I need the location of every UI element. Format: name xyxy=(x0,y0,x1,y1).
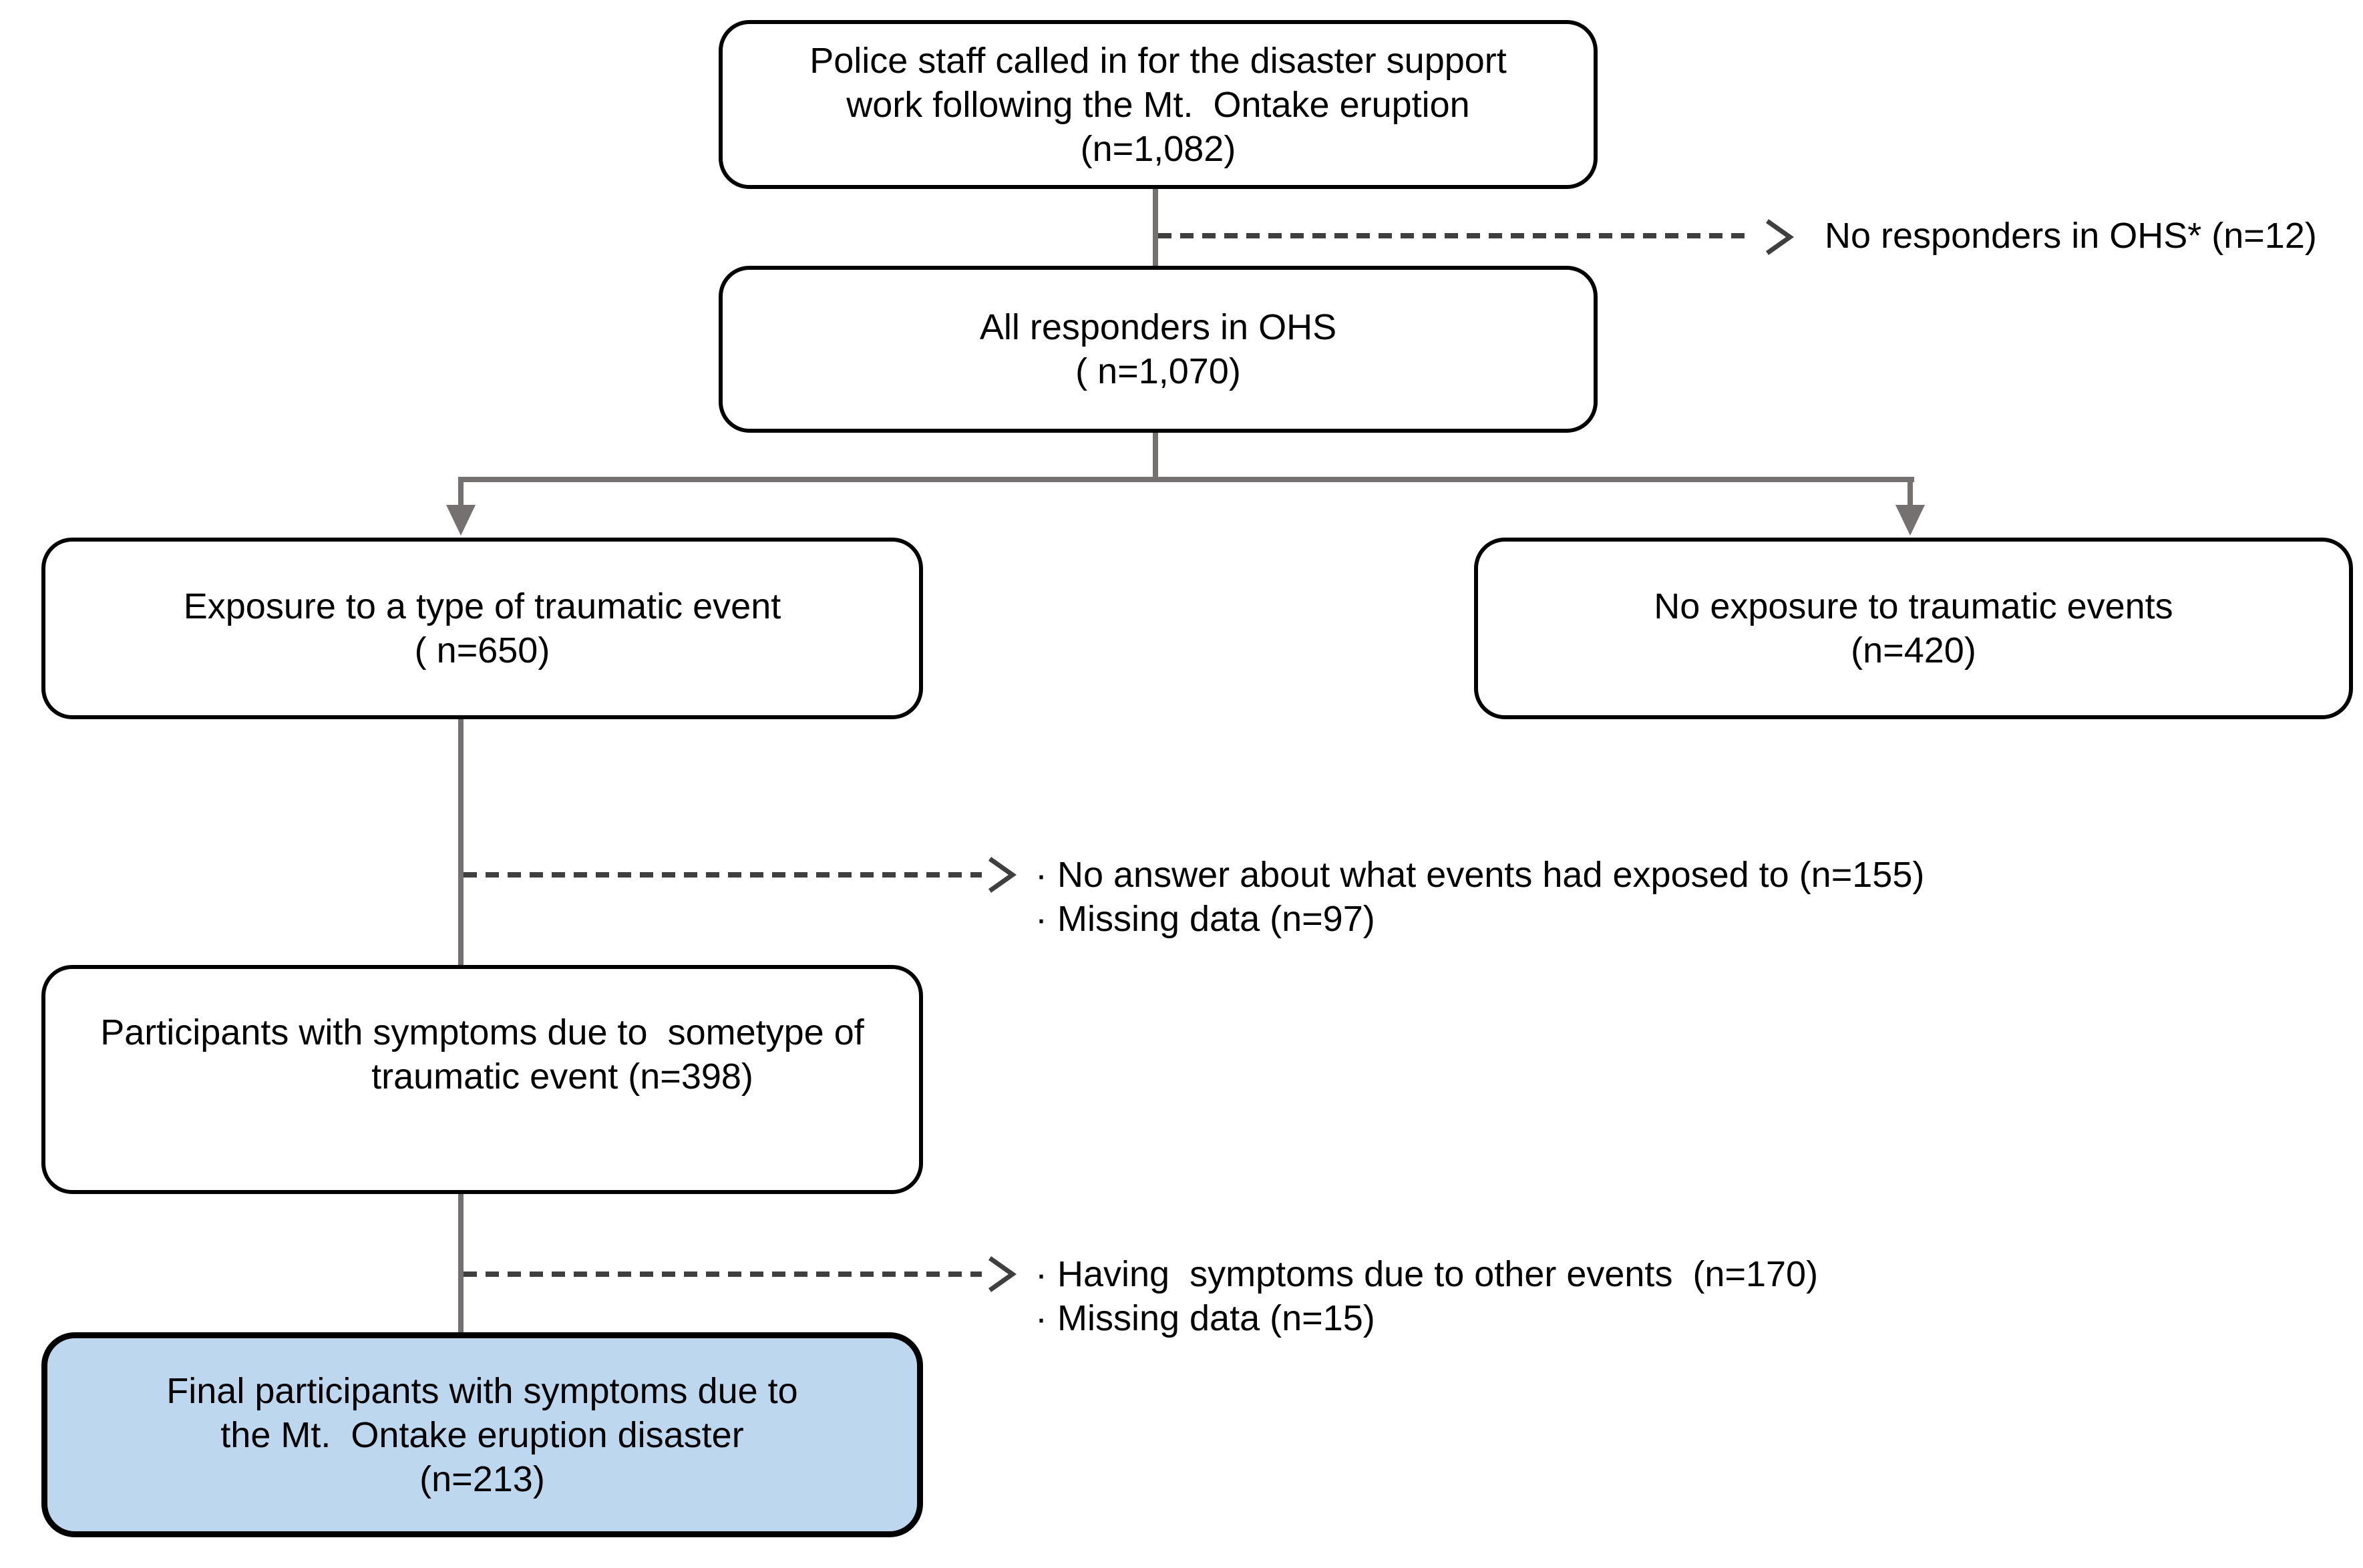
text-line: · Missing data (n=97) xyxy=(1035,899,1375,939)
connector-participants-to-final xyxy=(458,1194,464,1332)
connector-responders-to-branch xyxy=(1153,433,1158,481)
text-line: work following the Mt. Ontake eruption xyxy=(846,84,1470,125)
text-line: ( n=650) xyxy=(414,630,550,670)
branch-right-drop xyxy=(1907,477,1913,508)
arrowhead-down-icon xyxy=(446,505,476,536)
text-line: (n=1,082) xyxy=(1080,128,1236,169)
annotation-exclusion-exposure: · No answer about what events had expose… xyxy=(1035,853,1924,941)
connector-exposure-to-participants xyxy=(458,719,464,965)
branch-horizontal-line xyxy=(458,477,1914,482)
arrowhead-right-icon xyxy=(988,1256,1017,1292)
box-participants-symptoms: Participants with symptoms due to somety… xyxy=(41,965,923,1194)
text-line: · No answer about what events had expose… xyxy=(1035,855,1925,895)
dashed-connector-no-responders xyxy=(1158,233,1746,238)
text-line: (n=213) xyxy=(419,1458,545,1499)
arrowhead-down-icon xyxy=(1895,505,1925,536)
text-line: (n=420) xyxy=(1851,630,1976,670)
text-line: Police staff called in for the disaster … xyxy=(809,40,1507,81)
text-line: · Having symptoms due to other events (n… xyxy=(1035,1254,1819,1294)
text-line: No responders in OHS* (n=12) xyxy=(1825,216,2317,256)
box-exposure: Exposure to a type of traumatic event( n… xyxy=(41,538,923,719)
text-line: the Mt. Ontake eruption disaster xyxy=(220,1414,744,1455)
box-all-responders: All responders in OHS( n=1,070) xyxy=(719,266,1598,433)
arrowhead-right-icon xyxy=(988,857,1017,893)
text-line: traumatic event (n=398) xyxy=(211,1056,753,1097)
text-line: Final participants with symptoms due to xyxy=(166,1370,798,1411)
connector-police-to-responders xyxy=(1153,189,1158,267)
box-police-staff: Police staff called in for the disaster … xyxy=(719,20,1598,189)
text-line: No exposure to traumatic events xyxy=(1654,586,2173,626)
annotation-no-responders: No responders in OHS* (n=12) xyxy=(1825,214,2317,258)
text-line: All responders in OHS xyxy=(979,307,1337,347)
arrowhead-right-icon xyxy=(1765,219,1794,255)
text-line: Participants with symptoms due to somety… xyxy=(100,1012,864,1052)
annotation-exclusion-participants: · Having symptoms due to other events (n… xyxy=(1035,1252,1818,1340)
text-line: ( n=1,070) xyxy=(1075,351,1241,391)
text-line: · Missing data (n=15) xyxy=(1035,1298,1375,1338)
branch-left-drop xyxy=(458,477,464,508)
dashed-connector-exclusion-exposure xyxy=(464,872,982,877)
text-line: Exposure to a type of traumatic event xyxy=(183,586,781,626)
box-no-exposure: No exposure to traumatic events(n=420) xyxy=(1474,538,2353,719)
dashed-connector-exclusion-participants xyxy=(464,1271,982,1277)
